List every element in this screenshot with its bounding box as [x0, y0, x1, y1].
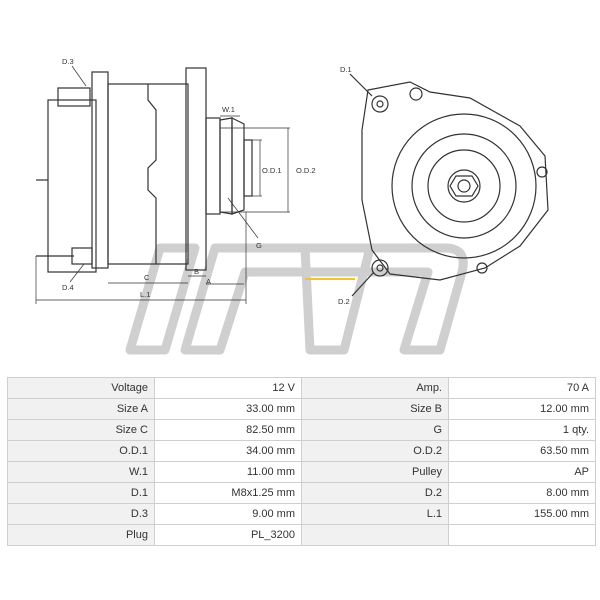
label-od1: O.D.1 [262, 166, 282, 175]
spec-label: Voltage [7, 377, 155, 399]
spec-label: O.D.2 [301, 440, 449, 462]
label-d2: D.2 [338, 297, 350, 306]
spec-label: Size B [301, 398, 449, 420]
label-b: B [194, 267, 199, 276]
alternator-technical-drawing: D.3 D.4 W.1 O.D.1 O.D.2 G C B A L.1 D.1 … [35, 57, 549, 355]
spec-value: 12 V [154, 377, 302, 399]
label-g: G [256, 241, 262, 250]
spec-value: 11.00 mm [154, 461, 302, 483]
spec-value: PL_3200 [154, 524, 302, 546]
spec-value: 155.00 mm [448, 503, 596, 525]
spec-label: O.D.1 [7, 440, 155, 462]
spec-label [301, 524, 449, 546]
spec-label: D.3 [7, 503, 155, 525]
spec-label: Size C [7, 419, 155, 441]
spec-label: D.1 [7, 482, 155, 504]
watermark-logo [125, 243, 468, 355]
label-w1: W.1 [222, 105, 235, 114]
side-view-dimensions [35, 65, 290, 304]
spec-value: AP [448, 461, 596, 483]
alternator-front-view [349, 73, 549, 297]
label-l1: L.1 [140, 290, 150, 299]
spec-label: G [301, 419, 449, 441]
spec-value: M8x1.25 mm [154, 482, 302, 504]
label-c: C [144, 273, 150, 282]
spec-value: 63.50 mm [448, 440, 596, 462]
alternator-side-view [36, 67, 253, 273]
label-d1: D.1 [340, 65, 352, 74]
spec-label: W.1 [7, 461, 155, 483]
spec-value: 70 A [448, 377, 596, 399]
spec-label: L.1 [301, 503, 449, 525]
label-a: A [206, 277, 211, 286]
spec-value: 82.50 mm [154, 419, 302, 441]
spec-value: 12.00 mm [448, 398, 596, 420]
spec-label: Amp. [301, 377, 449, 399]
spec-value: 8.00 mm [448, 482, 596, 504]
label-d3: D.3 [62, 57, 74, 66]
spec-label: Pulley [301, 461, 449, 483]
spec-value: 34.00 mm [154, 440, 302, 462]
spec-value: 9.00 mm [154, 503, 302, 525]
spec-label: D.2 [301, 482, 449, 504]
spec-value [448, 524, 596, 546]
spec-value: 33.00 mm [154, 398, 302, 420]
spec-value: 1 qty. [448, 419, 596, 441]
label-od2: O.D.2 [296, 166, 316, 175]
spec-label: Plug [7, 524, 155, 546]
spec-label: Size A [7, 398, 155, 420]
label-d4: D.4 [62, 283, 74, 292]
